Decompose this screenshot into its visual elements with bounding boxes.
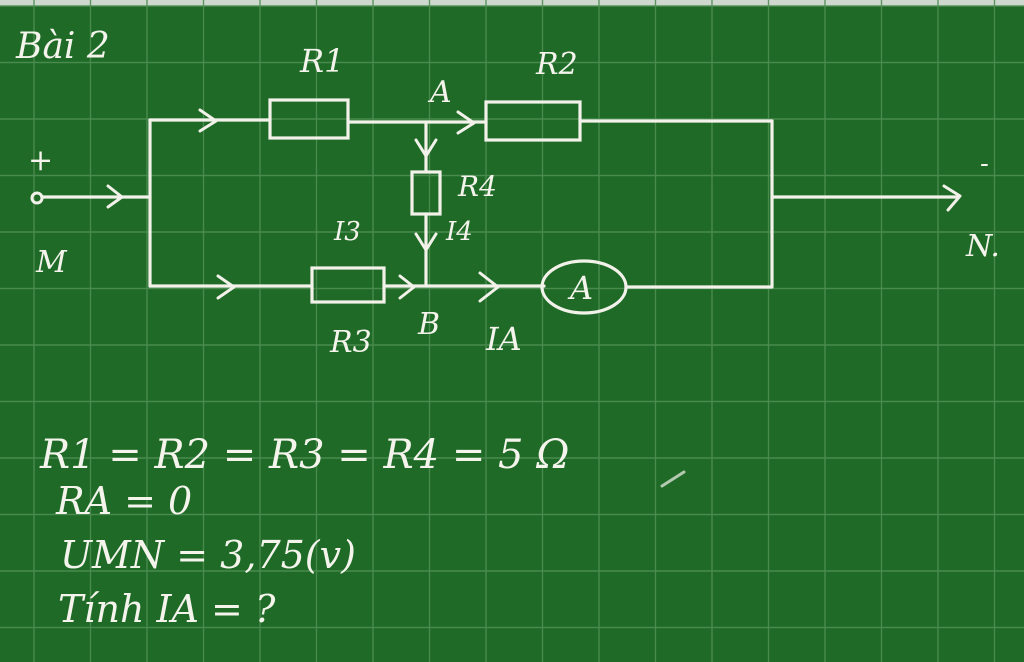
arrow-i4-icon — [414, 232, 438, 252]
label-i3: I3 — [333, 217, 361, 247]
terminal-plus-label: + — [28, 143, 53, 178]
title-text: Bài 2 — [15, 26, 110, 67]
given-resistances: R1 = R2 = R3 = R4 = 5 Ω — [39, 432, 569, 478]
label-r1: R1 — [299, 42, 344, 80]
terminal-minus-label: - — [980, 149, 989, 179]
arrow-node-a-icon — [456, 110, 476, 135]
node-m-label: M — [35, 245, 68, 280]
arrow-ia-icon — [478, 271, 500, 303]
given-umn: UMN = 3,75(v) — [60, 533, 356, 577]
arrow-input-icon — [106, 184, 124, 209]
ammeter-label: A — [567, 269, 593, 307]
arrow-r3-out-icon — [398, 274, 416, 300]
label-r3: R3 — [329, 325, 372, 360]
resistor-r1 — [268, 98, 350, 140]
label-ia: IA — [485, 320, 522, 358]
board-top-frame — [0, 0, 1024, 6]
label-r2: R2 — [535, 47, 578, 82]
given-ra: RA = 0 — [55, 479, 192, 523]
question-ia: Tính IA = ? — [58, 587, 276, 631]
chalk-mark — [660, 470, 686, 488]
arrow-r4-down-icon — [414, 138, 438, 158]
label-i4: I4 — [445, 217, 473, 247]
label-r4: R4 — [457, 170, 497, 203]
arrow-top-icon — [198, 108, 218, 133]
node-a-label: A — [427, 75, 452, 110]
node-b-label: B — [417, 307, 440, 342]
arrow-output-icon — [942, 184, 962, 212]
node-n-label: N. — [965, 229, 1000, 264]
arrow-bottom-icon — [216, 274, 236, 300]
